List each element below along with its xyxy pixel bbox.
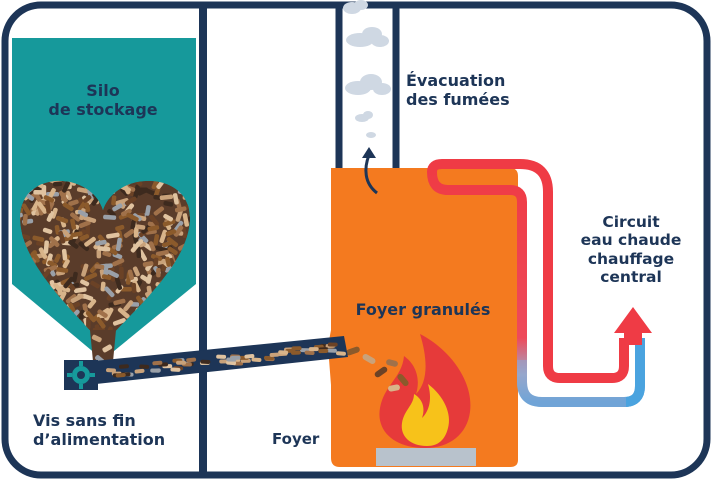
- foyer-label: Foyer: [272, 430, 320, 448]
- flue-chimney: [335, 5, 400, 174]
- flame-icon: [379, 334, 471, 448]
- silo-label: Silo de stockage: [48, 81, 158, 119]
- boiler-body: [328, 168, 518, 467]
- water-circuit-pipe: [427, 159, 645, 407]
- gear-icon: [64, 360, 98, 390]
- feed-screw: [64, 336, 348, 387]
- circuit-label: Circuit eau chaude chauffage central: [580, 213, 682, 286]
- curved-arrow-icon: [362, 147, 378, 195]
- burner-label: Foyer granulés: [355, 300, 491, 319]
- arrow-up-icon: [614, 307, 652, 345]
- falling-pellets: [346, 346, 409, 392]
- burner-base: [376, 448, 476, 466]
- feed-screw-label: Vis sans fin d’alimentation: [33, 411, 166, 449]
- flue-label: Évacuation des fumées: [406, 71, 510, 109]
- smoke-cloud-icon: [343, 0, 391, 138]
